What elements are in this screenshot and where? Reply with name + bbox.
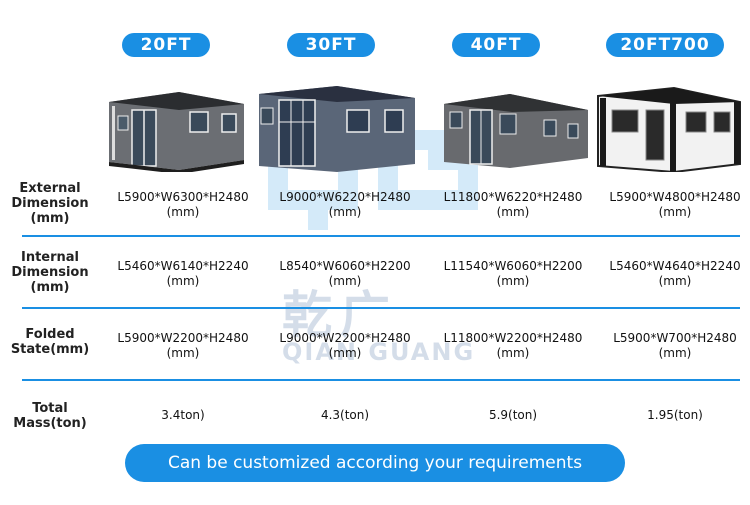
cell-mass-30ft: 4.3(ton) (320, 408, 370, 422)
cell-folded-30ft: L9000*W2200*H2480(mm) (279, 331, 411, 360)
row-divider-2 (22, 307, 740, 309)
cell-mass-20ft700: 1.95(ton) (647, 408, 703, 422)
cell-mass-40ft: 5.9(ton) (488, 408, 538, 422)
cell-external-20ft: L5900*W6300*H2480(mm) (117, 190, 249, 219)
row-label-folded-state: Folded State(mm) (10, 327, 90, 357)
size-pill-40ft: 40FT (452, 33, 540, 57)
cell-folded-40ft: L11800*W2200*H2480(mm) (443, 331, 583, 360)
size-pill-20ft: 20FT (122, 33, 210, 57)
cell-mass-20ft: 3.4ton) (161, 408, 205, 422)
row-label-total-mass: Total Mass(ton) (13, 401, 87, 431)
row-divider-1 (22, 235, 740, 237)
watermark-en: QIAN GUANG (282, 338, 476, 366)
cell-internal-20ft: L5460*W6140*H2240(mm) (117, 259, 249, 288)
container-photo-40ft (444, 94, 588, 168)
cell-internal-30ft: L8540*W6060*H2200(mm) (279, 259, 411, 288)
cell-external-20ft700: L5900*W4800*H2480(mm) (609, 190, 741, 219)
row-divider-3 (22, 379, 740, 381)
cell-internal-20ft700: L5460*W4640*H2240(mm) (609, 259, 741, 288)
cell-external-40ft: L11800*W6220*H2480(mm) (443, 190, 583, 219)
container-photo-30ft (259, 86, 415, 172)
cell-folded-20ft700: L5900*W700*H2480(mm) (613, 331, 737, 360)
watermark-cn: 乾广 (282, 286, 398, 344)
row-label-external-dimension: External Dimension (mm) (11, 181, 89, 226)
size-pill-30ft: 30FT (287, 33, 375, 57)
cell-external-30ft: L9000*W6220*H2480(mm) (279, 190, 411, 219)
cell-internal-40ft: L11540*W6060*H2200(mm) (443, 259, 583, 288)
container-photo-20ft700 (597, 86, 741, 172)
cell-folded-20ft: L5900*W2200*H2480(mm) (117, 331, 249, 360)
container-photo-20ft (109, 92, 244, 172)
row-label-internal-dimension: Internal Dimension (mm) (11, 250, 89, 295)
size-pill-20ft700: 20FT700 (606, 33, 724, 57)
customization-banner: Can be customized according your require… (125, 444, 625, 482)
